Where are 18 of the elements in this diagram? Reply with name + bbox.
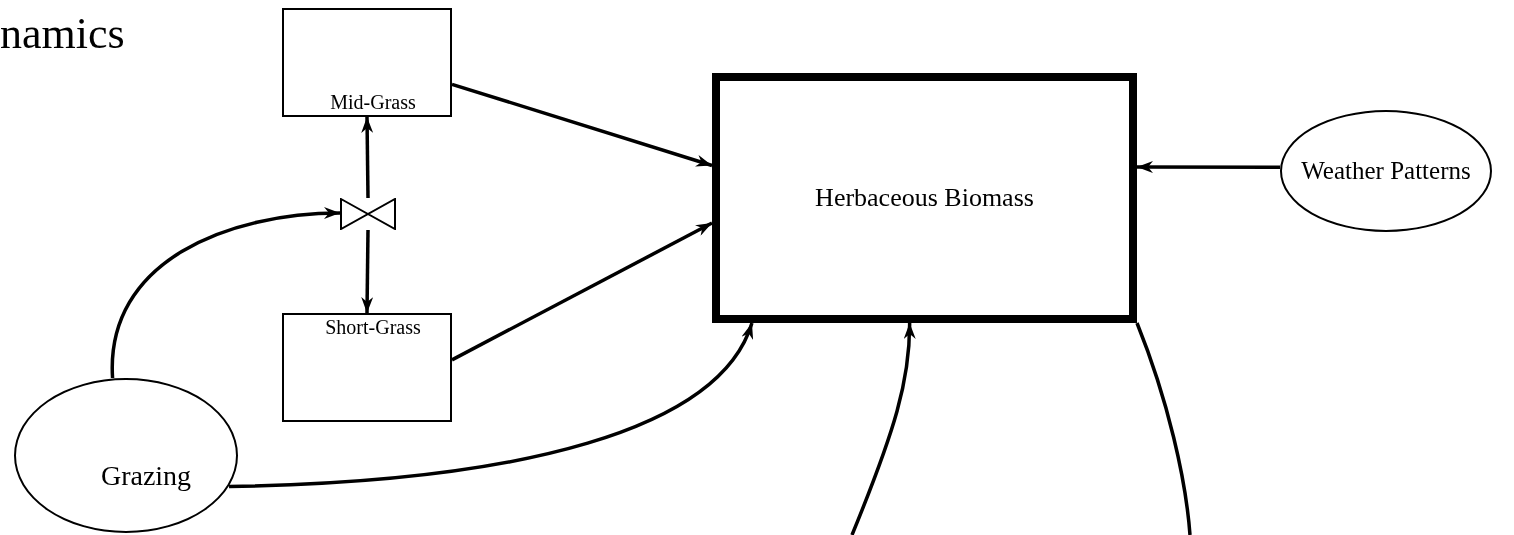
node-label: Grazing <box>100 459 192 493</box>
arrow <box>451 82 713 168</box>
arrow <box>451 221 713 362</box>
arrow <box>850 322 916 535</box>
stock-box <box>712 73 1137 323</box>
valve-symbol <box>340 198 396 230</box>
node-label: Herbaceous Biomass <box>815 181 1034 214</box>
arrow <box>1137 161 1280 174</box>
arrow <box>110 207 341 379</box>
node-label: Weather Patterns <box>1301 156 1471 187</box>
arrow <box>361 116 374 199</box>
arrow <box>361 229 374 314</box>
stock-box <box>282 313 452 422</box>
arrow <box>229 322 754 489</box>
node-label: Mid-Grass <box>330 90 416 115</box>
node-label: Short-Grass <box>325 315 421 340</box>
diagram-title: namics <box>0 12 125 56</box>
stock-box <box>282 8 452 117</box>
